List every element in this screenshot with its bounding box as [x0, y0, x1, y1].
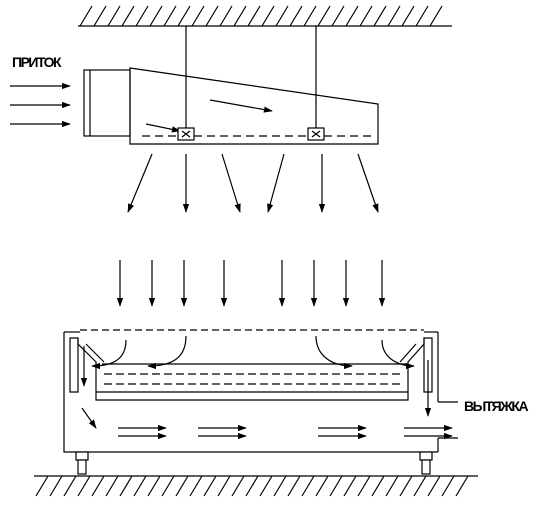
hatch-line	[233, 5, 247, 27]
supply-air-duct	[83, 67, 379, 145]
hatch-line	[275, 5, 289, 27]
tank-legs	[75, 451, 433, 475]
hatch-line	[191, 5, 205, 27]
hatch-line	[301, 475, 315, 497]
ceiling	[78, 5, 452, 27]
hatch-line	[217, 475, 231, 497]
ceiling-hatching	[79, 5, 443, 27]
downflow-arrows	[116, 260, 386, 307]
hatch-line	[161, 475, 175, 497]
hatch-line	[107, 5, 121, 27]
floor	[34, 475, 478, 497]
hatch-line	[177, 5, 191, 27]
hatch-line	[105, 475, 119, 497]
outlet-arrows	[127, 153, 379, 213]
hatch-line	[385, 475, 399, 497]
bath-tank	[63, 329, 458, 453]
hatch-line	[329, 475, 343, 497]
hatch-line	[387, 5, 401, 27]
hatch-line	[315, 475, 329, 497]
hatch-line	[273, 475, 287, 497]
hatch-line	[287, 475, 301, 497]
hatch-line	[93, 5, 107, 27]
hatch-line	[35, 475, 49, 497]
hatch-line	[399, 475, 413, 497]
hatch-line	[303, 5, 317, 27]
inflow-arrows	[10, 82, 71, 128]
hatch-line	[121, 5, 135, 27]
duct-fasteners	[177, 127, 325, 141]
hatch-line	[359, 5, 373, 27]
hatch-line	[455, 475, 469, 497]
hatch-line	[427, 475, 441, 497]
hatch-line	[147, 475, 161, 497]
hatch-line	[247, 5, 261, 27]
hatch-line	[345, 5, 359, 27]
hatch-line	[63, 475, 77, 497]
hatch-line	[77, 475, 91, 497]
hatch-line	[245, 475, 259, 497]
hatch-line	[441, 475, 455, 497]
hatch-line	[135, 5, 149, 27]
hatch-line	[357, 475, 371, 497]
hatch-line	[79, 5, 93, 27]
hatch-line	[205, 5, 219, 27]
hatch-line	[133, 475, 147, 497]
hatch-line	[231, 475, 245, 497]
swirl-arrows	[91, 335, 415, 370]
hatch-line	[163, 5, 177, 27]
side-flow-arrows	[80, 346, 432, 429]
duct-inner-arrows	[145, 99, 273, 133]
hatch-line	[203, 475, 217, 497]
hatch-line	[189, 475, 203, 497]
hatch-line	[317, 5, 331, 27]
hatch-line	[149, 5, 163, 27]
hanger-rods	[185, 26, 317, 128]
exhaust-label: ВЫТЯЖКА	[464, 398, 528, 414]
hatch-line	[219, 5, 233, 27]
hatch-line	[373, 5, 387, 27]
hatch-line	[289, 5, 303, 27]
hatch-line	[413, 475, 427, 497]
hatch-line	[401, 5, 415, 27]
hatch-line	[91, 475, 105, 497]
hatch-line	[429, 5, 443, 27]
hatch-line	[343, 475, 357, 497]
hatch-line	[259, 475, 273, 497]
hatch-line	[175, 475, 189, 497]
hatch-line	[119, 475, 133, 497]
exhaust-channel-arrows	[118, 424, 453, 440]
floor-hatching	[35, 475, 469, 497]
hatch-line	[261, 5, 275, 27]
hatch-line	[331, 5, 345, 27]
hatch-line	[49, 475, 63, 497]
supply-label: ПРИТОК	[12, 54, 62, 70]
hatch-line	[415, 5, 429, 27]
hatch-line	[371, 475, 385, 497]
